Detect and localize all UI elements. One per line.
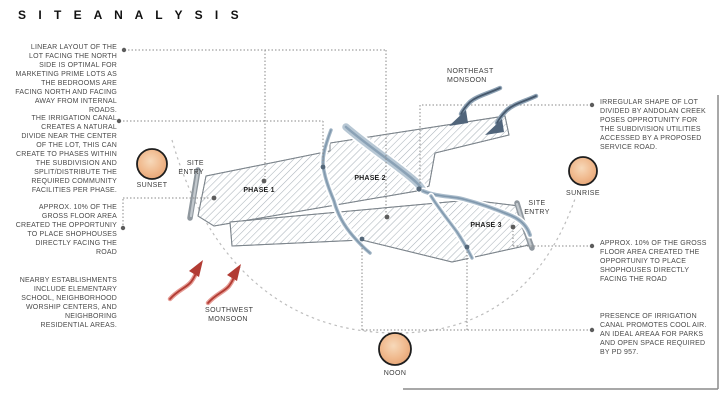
sunrise-label: SUNRISE: [566, 190, 600, 197]
southwest-monsoon-label: SOUTHWEST MONSOON: [205, 307, 254, 323]
annotation-nearby-establishments: NEARBY ESTABLISHMENTS INCLUDE ELEMENTARY…: [19, 277, 117, 329]
sunset-sun-icon: [136, 148, 168, 180]
connector-dots: [116, 47, 595, 333]
annotation-shophouses-right: APPROX. 10% OF THE GROSS FLOOR AREA CREA…: [600, 240, 707, 283]
southwest-monsoon-arrows: [167, 260, 241, 306]
noon-label: NOON: [383, 370, 407, 377]
phase-2-label: PHASE 2: [354, 175, 386, 182]
annotation-linear-layout: LINEAR LAYOUT OF THE LOT FACING THE NORT…: [15, 44, 117, 114]
phase-3-label: PHASE 3: [470, 222, 502, 229]
sun-icons: [136, 148, 598, 366]
sunrise-sun-icon: [568, 156, 598, 186]
noon-sun-icon: [378, 332, 412, 366]
annotation-irrigation-canal: THE IRRIGATION CANAL CREATES A NATURAL D…: [15, 115, 117, 194]
sunset-label: SUNSET: [136, 182, 168, 189]
northeast-monsoon-arrows: [449, 85, 539, 135]
northeast-monsoon-label: NORTHEAST MONSOON: [447, 68, 494, 84]
connector-lines: [122, 49, 588, 331]
annotation-shophouses-left: APPROX. 10% OF THE GROSS FLOOR AREA CREA…: [15, 204, 117, 256]
water-features: [319, 121, 534, 262]
annotation-irregular-shape: IRREGULAR SHAPE OF LOT DIVIDED BY ANDOLA…: [600, 99, 706, 151]
annotation-open-space: PRESENCE OF IRRIGATION CANAL PROMOTES CO…: [600, 313, 707, 356]
site-entry-left-label: SITE ENTRY: [178, 160, 204, 176]
upper-strip-hatch: [197, 115, 510, 227]
site-entry-right-label: SITE ENTRY: [524, 200, 550, 216]
left-entry-road-core: [189, 169, 200, 218]
page-title: S I T E A N A L Y S I S: [18, 8, 244, 22]
frame-lines: [403, 95, 719, 390]
phase-1-label: PHASE 1: [243, 187, 275, 194]
phase-areas: [197, 115, 530, 263]
